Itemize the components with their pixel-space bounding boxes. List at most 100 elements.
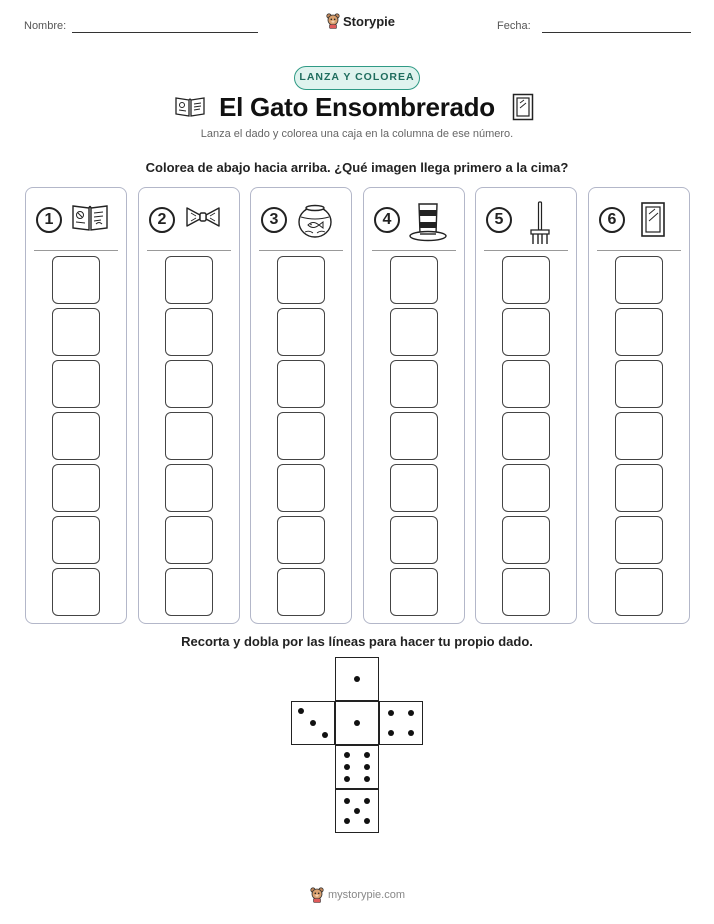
name-line[interactable] xyxy=(72,32,258,33)
column-4: 4 xyxy=(363,187,465,624)
column-6: 6 xyxy=(588,187,690,624)
color-box[interactable] xyxy=(390,412,438,460)
color-box[interactable] xyxy=(165,308,213,356)
dice-pip xyxy=(343,775,350,782)
dice-face-3 xyxy=(291,701,335,745)
activity-badge: LANZA Y COLOREA xyxy=(294,66,420,90)
color-box[interactable] xyxy=(165,256,213,304)
color-box[interactable] xyxy=(52,360,100,408)
name-label: Nombre: xyxy=(24,20,67,32)
color-box[interactable] xyxy=(52,412,100,460)
column-5: 5 xyxy=(475,187,577,624)
picture-frame-icon xyxy=(512,93,534,121)
dice-pip xyxy=(353,807,360,814)
column-1: 1 xyxy=(25,187,127,624)
color-box[interactable] xyxy=(165,516,213,564)
brand-name: Storypie xyxy=(343,13,396,29)
color-box[interactable] xyxy=(615,568,663,616)
color-box[interactable] xyxy=(165,360,213,408)
color-box[interactable] xyxy=(390,464,438,512)
color-box[interactable] xyxy=(277,412,325,460)
bear-mascot-icon xyxy=(310,887,324,903)
column-divider xyxy=(484,250,568,251)
dice-pip xyxy=(363,751,370,758)
dice-pip xyxy=(407,729,414,736)
color-box[interactable] xyxy=(502,464,550,512)
column-2: 2 xyxy=(138,187,240,624)
bear-mascot-icon xyxy=(326,13,340,29)
picture-frame-icon xyxy=(633,200,673,245)
column-number: 5 xyxy=(486,207,512,233)
color-box[interactable] xyxy=(390,256,438,304)
column-number: 6 xyxy=(599,207,625,233)
color-box[interactable] xyxy=(52,256,100,304)
column-number: 4 xyxy=(374,207,400,233)
color-box[interactable] xyxy=(502,308,550,356)
dice-pip xyxy=(363,763,370,770)
color-box[interactable] xyxy=(165,464,213,512)
color-box[interactable] xyxy=(502,256,550,304)
color-box[interactable] xyxy=(615,360,663,408)
brand-logo: Storypie xyxy=(326,13,395,29)
page-title: El Gato Ensombrerado xyxy=(219,92,495,122)
dice-pip xyxy=(363,775,370,782)
date-line[interactable] xyxy=(542,32,691,33)
color-box[interactable] xyxy=(277,308,325,356)
color-box[interactable] xyxy=(277,360,325,408)
color-box[interactable] xyxy=(52,568,100,616)
rake-icon xyxy=(520,200,560,251)
bow-tie-icon xyxy=(183,200,223,239)
date-label: Fecha: xyxy=(497,20,531,32)
subtitle: Lanza el dado y colorea una caja en la c… xyxy=(200,128,514,140)
color-box[interactable] xyxy=(615,464,663,512)
dice-pip xyxy=(387,729,394,736)
color-box[interactable] xyxy=(615,308,663,356)
column-number: 3 xyxy=(261,207,287,233)
color-box[interactable] xyxy=(165,412,213,460)
column-header: 1 xyxy=(26,198,126,248)
dice-pip xyxy=(387,709,394,716)
column-3: 3 xyxy=(250,187,352,624)
color-box[interactable] xyxy=(52,464,100,512)
color-box[interactable] xyxy=(52,516,100,564)
dice-pip xyxy=(407,709,414,716)
color-box[interactable] xyxy=(277,464,325,512)
column-divider xyxy=(372,250,456,251)
color-box[interactable] xyxy=(277,256,325,304)
color-box[interactable] xyxy=(615,412,663,460)
dice-pip xyxy=(309,719,316,726)
dice-instruction: Recorta y dobla por las líneas para hace… xyxy=(181,634,533,649)
color-box[interactable] xyxy=(390,516,438,564)
column-number: 2 xyxy=(149,207,175,233)
color-box[interactable] xyxy=(52,308,100,356)
dice-pip xyxy=(343,751,350,758)
dice-pip xyxy=(297,707,304,714)
footer: mystorypie.com xyxy=(310,887,405,903)
column-header: 4 xyxy=(364,198,464,248)
dice-pip xyxy=(343,797,350,804)
column-divider xyxy=(147,250,231,251)
color-box[interactable] xyxy=(502,360,550,408)
dice-pip xyxy=(343,763,350,770)
color-box[interactable] xyxy=(615,256,663,304)
dice-pip xyxy=(343,817,350,824)
color-box[interactable] xyxy=(165,568,213,616)
color-box[interactable] xyxy=(615,516,663,564)
instruction: Colorea de abajo hacia arriba. ¿Qué imag… xyxy=(145,160,569,175)
color-box[interactable] xyxy=(390,360,438,408)
color-box[interactable] xyxy=(502,516,550,564)
color-box[interactable] xyxy=(502,412,550,460)
striped-hat-icon xyxy=(408,200,448,249)
dice-pip xyxy=(321,731,328,738)
color-box[interactable] xyxy=(390,308,438,356)
column-divider xyxy=(597,250,681,251)
color-box[interactable] xyxy=(277,568,325,616)
color-box[interactable] xyxy=(390,568,438,616)
column-header: 2 xyxy=(139,198,239,248)
dice-face-4 xyxy=(379,701,423,745)
color-box[interactable] xyxy=(277,516,325,564)
column-divider xyxy=(34,250,118,251)
dice-face-1 xyxy=(335,701,379,745)
color-box[interactable] xyxy=(502,568,550,616)
dice-pip xyxy=(353,675,360,682)
